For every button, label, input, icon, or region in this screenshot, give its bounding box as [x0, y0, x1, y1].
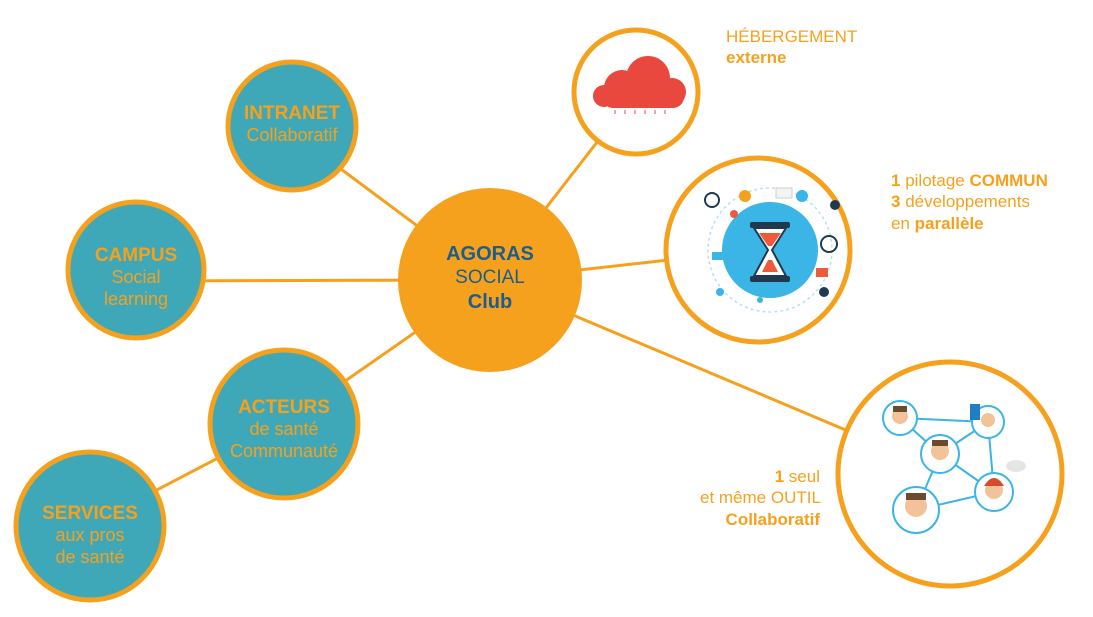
hebergement-text: HÉBERGEMENT externe	[726, 26, 857, 69]
acteurs-line2: Communauté	[229, 441, 339, 462]
center-node-text: AGORAS SOCIAL Club	[420, 242, 560, 314]
center-circle	[398, 188, 582, 372]
acteurs-title: ACTEURS	[238, 397, 330, 418]
outil-text: 1 seul et même OUTIL Collaboratif	[700, 466, 821, 530]
outil-line1: 1 seul	[774, 467, 820, 486]
outil-line2: et même OUTIL	[700, 488, 821, 508]
campus-circle	[65, 199, 207, 341]
intranet-node-text: INTRANET Collaboratif	[232, 102, 352, 147]
hourglass-icon	[704, 187, 840, 313]
services-line2: de santé	[55, 547, 125, 568]
network-circle	[835, 359, 1065, 589]
services-node-text: SERVICES aux pros de santé	[20, 502, 160, 569]
intranet-subtitle: Collaboratif	[246, 125, 338, 146]
acteurs-line1: de santé	[249, 419, 319, 440]
intranet-circle	[225, 59, 359, 193]
center-line1: AGORAS	[446, 243, 534, 265]
acteurs-circle	[207, 347, 361, 501]
hebergement-line1: HÉBERGEMENT	[726, 27, 858, 46]
cloud-drips	[614, 110, 666, 114]
cloud-icon	[593, 56, 686, 108]
pilotage-line3: en parallèle	[891, 213, 984, 233]
intranet-title: INTRANET	[243, 103, 341, 124]
campus-line2: learning	[103, 289, 169, 310]
pilotage-text: 1 pilotage COMMUN 3 développements en pa…	[891, 170, 1048, 234]
campus-title: CAMPUS	[94, 245, 178, 266]
campus-line1: Social	[111, 267, 161, 288]
acteurs-node-text: ACTEURS de santé Communauté	[214, 396, 354, 463]
services-title: SERVICES	[42, 503, 138, 524]
services-line1: aux pros	[55, 525, 125, 546]
hebergement-line2: externe	[726, 48, 787, 68]
services-circle	[13, 449, 167, 603]
outil-line3: Collaboratif	[725, 509, 820, 529]
campus-node-text: CAMPUS Social learning	[76, 244, 196, 311]
center-line2: SOCIAL	[455, 267, 525, 289]
pilotage-line2: 3 développements	[891, 192, 1030, 212]
center-line3: Club	[467, 290, 513, 313]
network-people-icon	[882, 400, 1026, 534]
pilotage-line1: 1 pilotage COMMUN	[891, 171, 1048, 190]
